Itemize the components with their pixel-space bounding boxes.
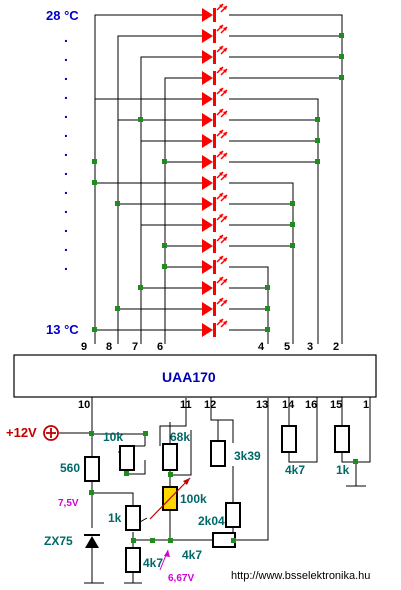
label-4k7-right: 4k7 — [285, 463, 306, 477]
label-3k39: 3k39 — [234, 449, 261, 463]
supply-terminal-icon — [43, 425, 59, 441]
label-1k-right: 1k — [336, 463, 350, 477]
pin-4: 4 — [258, 341, 265, 353]
pin-2: 2 — [333, 341, 340, 353]
label-100k: 100k — [180, 492, 207, 506]
resistor-4k7-right — [281, 425, 297, 453]
supply-label: +12V — [6, 425, 37, 440]
resistor-3k39 — [210, 440, 226, 467]
led-wiring — [94, 14, 343, 344]
pin-15: 15 — [330, 399, 343, 411]
led-14 — [201, 276, 228, 296]
voltage-7-5v: 7,5V — [58, 498, 79, 509]
ptc-sensor-arrow — [149, 477, 191, 520]
pin-6: 6 — [157, 341, 164, 353]
led-7 — [201, 129, 228, 149]
led-13 — [201, 255, 228, 275]
pin-16: 16 — [305, 399, 318, 411]
led-1 — [201, 3, 228, 23]
temp-top-label: 28 °C — [46, 8, 79, 23]
label-4k7-low: 4k7 — [143, 556, 164, 570]
resistors — [84, 425, 350, 573]
voltage-6-67v: 6,67V — [168, 573, 195, 584]
led-10 — [201, 192, 228, 212]
label-560: 560 — [60, 461, 81, 475]
junction-nodes-lower — [89, 431, 358, 543]
led-2 — [201, 24, 228, 44]
temp-bottom-label: 13 °C — [46, 322, 79, 337]
label-2k04: 2k04 — [198, 514, 225, 528]
resistor-1k-trim — [125, 505, 141, 531]
junction-nodes-upper — [92, 33, 344, 332]
led-4 — [201, 66, 228, 86]
ic-body — [13, 354, 377, 398]
resistor-4k7-low — [125, 547, 141, 573]
pin-13: 13 — [256, 399, 269, 411]
resistor-68k — [162, 443, 178, 471]
zener-diode — [84, 534, 100, 548]
pin-8: 8 — [106, 341, 113, 353]
label-10k: 10k — [103, 430, 124, 444]
temp-scale-dots: . . . . . . . . . . . . . — [64, 29, 68, 273]
led-array — [201, 3, 228, 338]
pin-14: 14 — [282, 399, 295, 411]
pin-1: 1 — [363, 399, 370, 411]
led-8 — [201, 150, 228, 170]
lower-wiring — [59, 397, 371, 584]
pin-12: 12 — [204, 399, 217, 411]
label-68k: 68k — [170, 430, 191, 444]
ic-name: UAA170 — [162, 369, 216, 385]
pin-5: 5 — [284, 341, 291, 353]
pin-7: 7 — [132, 341, 139, 353]
led-12 — [201, 234, 228, 254]
led-11 — [201, 213, 228, 233]
led-16 — [201, 318, 228, 338]
credit-url: http://www.bsselektronika.hu — [231, 570, 371, 582]
led-9 — [201, 171, 228, 191]
resistor-2k04 — [225, 502, 241, 528]
resistor-560 — [84, 456, 100, 482]
resistor-10k — [119, 445, 135, 471]
resistor-1k-right — [334, 425, 350, 453]
label-4k7-mid: 4k7 — [182, 548, 203, 562]
pin-3: 3 — [307, 341, 314, 353]
label-zener: ZX75 — [44, 534, 73, 548]
led-3 — [201, 45, 228, 65]
pin-10: 10 — [78, 399, 91, 411]
led-5 — [201, 87, 228, 107]
led-6 — [201, 108, 228, 128]
pin-9: 9 — [81, 341, 88, 353]
pin-11: 11 — [180, 399, 192, 411]
label-1k-trim: 1k — [108, 511, 122, 525]
led-15 — [201, 297, 228, 317]
